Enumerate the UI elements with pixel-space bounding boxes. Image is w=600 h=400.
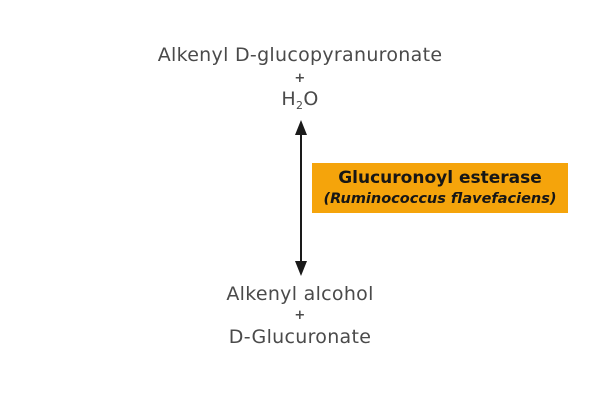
substrate-compound: Alkenyl D-glucopyranuronate bbox=[157, 44, 443, 66]
water-subscript: 2 bbox=[296, 99, 304, 112]
enzyme-organism: (Ruminococcus flavefaciens) bbox=[323, 190, 556, 208]
double-headed-arrow bbox=[295, 120, 307, 276]
water-h: H bbox=[281, 88, 296, 110]
enzyme-label-box: Glucuronoyl esterase (Ruminococcus flave… bbox=[312, 163, 568, 213]
organism-name: Ruminococcus flavefaciens bbox=[330, 190, 550, 207]
enzyme-name: Glucuronoyl esterase bbox=[338, 168, 542, 189]
substrate-plus-sign: + bbox=[294, 71, 306, 86]
organism-paren-close: ) bbox=[549, 190, 557, 207]
product-plus-sign: + bbox=[294, 308, 306, 323]
organism-paren-open: ( bbox=[323, 190, 331, 207]
arrowhead-up-icon bbox=[295, 120, 307, 135]
arrowhead-down-icon bbox=[295, 261, 307, 276]
product-compound-2: D-Glucuronate bbox=[228, 326, 372, 348]
water-o: O bbox=[303, 88, 319, 110]
product-compound-1: Alkenyl alcohol bbox=[226, 283, 374, 305]
water-formula: H2O bbox=[0, 88, 600, 112]
